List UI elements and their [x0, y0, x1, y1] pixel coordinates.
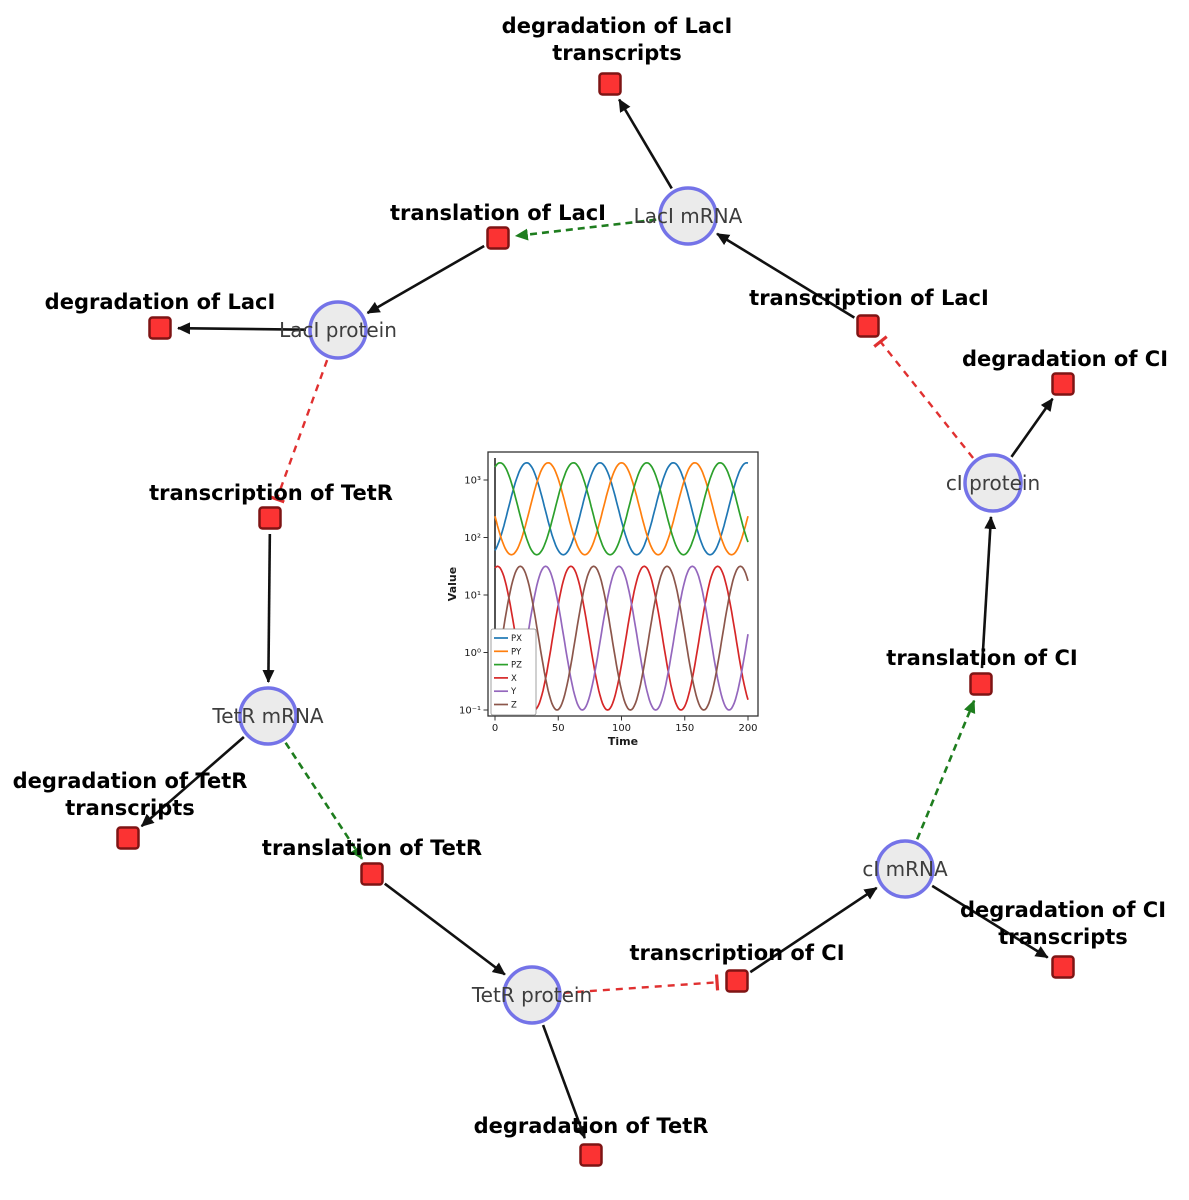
reaction-label-translation-tetr: translation of TetR	[262, 836, 482, 860]
y-tick-label: 10³	[464, 476, 481, 487]
edge-produce-translation-tetr-to-tetr-protein	[383, 882, 506, 976]
reaction-label-translation-ci: translation of CI	[886, 646, 1077, 670]
species-node-ci-mrna	[875, 839, 935, 899]
reaction-label-line: transcripts	[65, 796, 195, 820]
reaction-label-line: transcription of LacI	[749, 286, 989, 310]
legend-label-X: X	[511, 674, 517, 684]
reaction-label-line: degradation of LacI	[502, 14, 733, 38]
reaction-label-line: degradation of TetR	[474, 1114, 709, 1138]
reaction-label-line: translation of TetR	[262, 836, 482, 860]
reaction-label-line: degradation of TetR	[13, 769, 248, 793]
reaction-node-deg-laci	[148, 316, 172, 340]
y-tick-label: 10¹	[464, 591, 481, 602]
edge-consume-laci-mrna-to-deg-laci-transcripts	[618, 98, 673, 190]
series-line-X	[494, 565, 749, 711]
species-node-laci-protein	[308, 300, 368, 360]
x-tick-label: 0	[492, 723, 498, 734]
edge-produce-translation-ci-to-ci-protein	[980, 515, 997, 669]
legend-label-PX: PX	[511, 634, 522, 644]
reaction-label-deg-laci: degradation of LacI	[45, 290, 276, 314]
reaction-node-transcription-ci	[725, 969, 749, 993]
reaction-label-deg-tetr-transcripts: degradation of TetR transcripts	[13, 769, 248, 820]
edge-consume-tetr-mrna-to-deg-tetr-transcripts	[140, 736, 245, 828]
reaction-label-line: transcription of CI	[629, 941, 844, 965]
species-node-ci-protein	[963, 453, 1023, 513]
x-axis-label: Time	[608, 735, 638, 748]
legend-label-PY: PY	[511, 647, 522, 657]
reaction-label-deg-tetr: degradation of TetR	[474, 1114, 709, 1138]
reaction-label-line: transcripts	[998, 925, 1128, 949]
series-line-PZ	[494, 461, 749, 556]
reaction-label-line: transcripts	[552, 41, 682, 65]
y-tick-label: 10⁰	[464, 648, 481, 659]
edge-modifier-ci-mrna-to-translation-ci	[915, 699, 976, 840]
x-tick-label: 150	[675, 723, 694, 734]
edge-consume-ci-mrna-to-deg-ci-transcripts	[931, 884, 1049, 959]
edge-produce-transcription-laci-to-laci-mrna	[716, 232, 856, 319]
reaction-label-transcription-laci: transcription of LacI	[749, 286, 989, 310]
reaction-label-line: degradation of CI	[962, 347, 1168, 371]
legend-label-Z: Z	[511, 701, 517, 711]
reaction-label-transcription-tetr: transcription of TetR	[149, 481, 393, 505]
edge-inhibit-ci-protein-to-transcription-laci	[873, 335, 975, 459]
y-axis-label: Value	[446, 567, 459, 601]
reaction-node-deg-ci	[1051, 372, 1075, 396]
reaction-label-line: translation of CI	[886, 646, 1077, 670]
reaction-node-translation-tetr	[360, 862, 384, 886]
series-line-PY	[494, 461, 749, 556]
series-line-Y	[494, 565, 749, 711]
edge-produce-transcription-tetr-to-tetr-mrna	[262, 533, 275, 684]
species-label-laci-mrna: LacI mRNA	[634, 204, 743, 228]
y-tick-label: 10⁻¹	[459, 706, 481, 717]
species-label-laci-protein: LacI protein	[279, 318, 397, 342]
reaction-label-deg-ci-transcripts: degradation of CI transcripts	[960, 898, 1166, 949]
reaction-label-deg-laci-transcripts: degradation of LacI transcripts	[502, 14, 733, 65]
nodes-layer	[116, 72, 1075, 1167]
edge-consume-tetr-protein-to-deg-tetr	[541, 1024, 587, 1140]
reaction-node-deg-laci-transcripts	[598, 72, 622, 96]
reaction-node-translation-laci	[486, 226, 510, 250]
reaction-label-transcription-ci: transcription of CI	[629, 941, 844, 965]
reaction-node-transcription-tetr	[258, 506, 282, 530]
reaction-node-deg-tetr	[579, 1143, 603, 1167]
reaction-node-translation-ci	[969, 672, 993, 696]
legend-label-Y: Y	[510, 687, 517, 697]
edge-consume-ci-protein-to-deg-ci	[1010, 397, 1054, 458]
species-label-tetr-protein: TetR protein	[471, 983, 592, 1007]
edge-inhibit-laci-protein-to-transcription-tetr	[268, 359, 329, 504]
reaction-node-deg-ci-transcripts	[1051, 955, 1075, 979]
reaction-label-line: transcription of TetR	[149, 481, 393, 505]
species-node-laci-mrna	[658, 186, 718, 246]
reaction-label-line: translation of LacI	[390, 201, 606, 225]
edge-produce-transcription-ci-to-ci-mrna	[749, 886, 878, 974]
reaction-label-deg-ci: degradation of CI	[962, 347, 1168, 371]
species-label-ci-mrna: cI mRNA	[862, 857, 948, 881]
x-tick-label: 50	[552, 723, 565, 734]
x-tick-label: 100	[612, 723, 631, 734]
reaction-node-deg-tetr-transcripts	[116, 826, 140, 850]
y-tick-label: 10²	[464, 533, 481, 544]
reaction-label-line: degradation of CI	[960, 898, 1166, 922]
edge-produce-translation-laci-to-laci-protein	[366, 244, 485, 315]
reaction-label-line: degradation of LacI	[45, 290, 276, 314]
reaction-label-translation-laci: translation of LacI	[390, 201, 606, 225]
edge-consume-laci-protein-to-deg-laci	[176, 322, 307, 335]
series-line-Z	[494, 565, 749, 711]
legend-label-PZ: PZ	[511, 661, 522, 671]
species-label-tetr-mrna: TetR mRNA	[211, 704, 324, 728]
edges-layer	[140, 98, 1054, 1140]
species-node-tetr-protein	[502, 965, 562, 1025]
species-label-ci-protein: cI protein	[946, 471, 1040, 495]
species-node-tetr-mrna	[238, 686, 298, 746]
reaction-node-transcription-laci	[856, 314, 880, 338]
x-tick-label: 200	[738, 723, 757, 734]
